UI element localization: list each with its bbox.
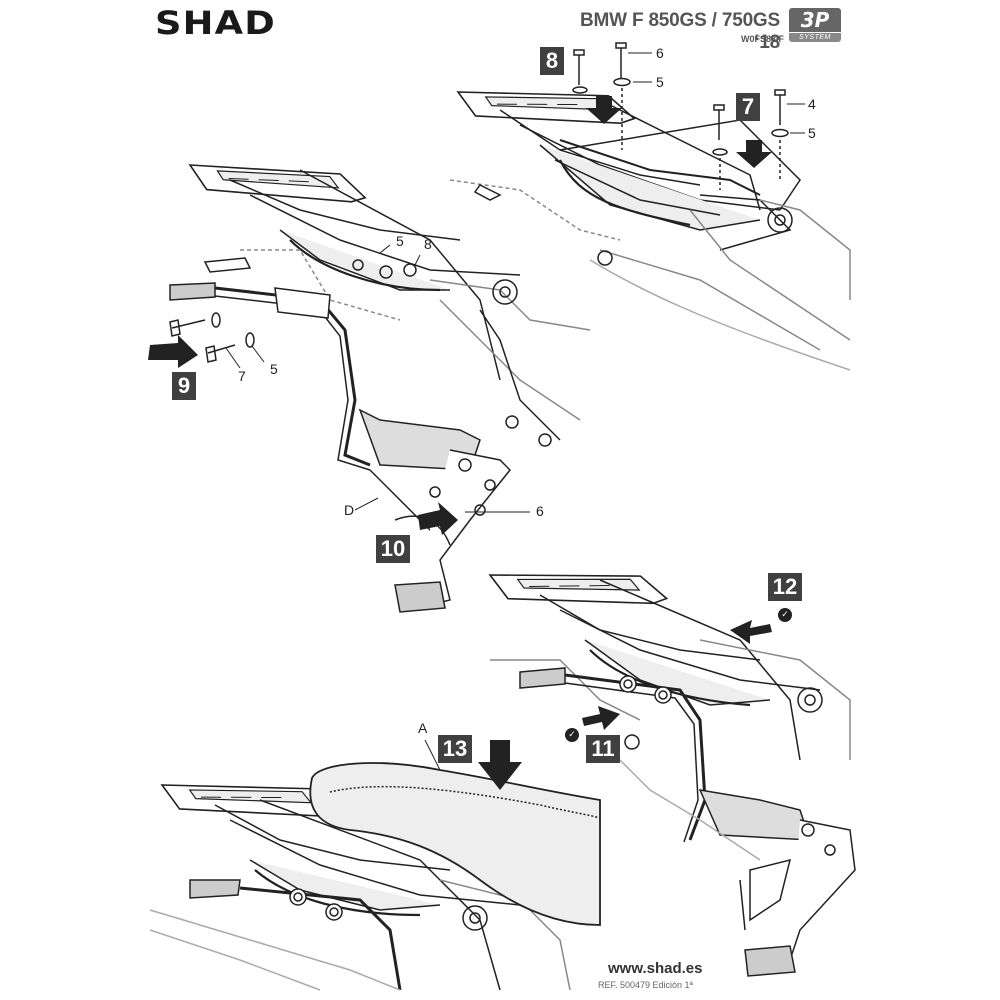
callout-A: A [418,720,428,736]
reference-text: REF. 500479 Edición 1ª [598,980,693,990]
callout-5-right: 5 [808,125,816,141]
step-13-label: 13 [438,735,472,763]
badge-sub-text: SYSTEM [789,33,841,42]
diagram-bottom-right [487,562,856,977]
arrow-icon [582,706,620,730]
product-code: W0FS88IF [740,34,784,44]
callout-6-low: 6 [536,503,544,519]
website-link[interactable]: www.shad.es [608,960,703,977]
callout-8-mid: 8 [424,236,432,252]
callout-5-mid: 5 [396,233,404,249]
system-badge: 3P SYSTEM [789,8,841,42]
callout-D: D [344,502,355,518]
arrow-icon [148,335,198,368]
arrow-icon [418,502,458,535]
callout-6-top: 6 [656,45,664,61]
model-title: BMW F 850GS / 750GS ‘18 [580,10,780,53]
badge-main-text: 3P [789,8,841,32]
step-12-label: 12 [768,573,802,601]
diagram-top-left [169,152,591,613]
step-9-label: 9 [172,372,196,400]
callout-4-right: 4 [808,96,816,112]
brand-logo: SHAD [155,4,276,42]
step-8-label: 8 [540,47,564,75]
callout-5-left: 5 [270,361,278,377]
step-11-label: 11 [586,735,620,763]
callout-7-left: 7 [238,368,246,384]
step-10-label: 10 [376,535,410,563]
check-icon: ✓ [565,728,579,742]
arrow-icon [736,140,772,168]
callout-5-top: 5 [656,74,664,90]
step-7-label: 7 [736,93,760,121]
diagram-bottom-left [149,739,601,991]
arrow-icon [478,740,522,790]
arrow-icon [730,620,772,644]
arrow-icon [586,96,622,124]
diagram-top-right [449,42,851,371]
check-icon: ✓ [778,608,792,622]
